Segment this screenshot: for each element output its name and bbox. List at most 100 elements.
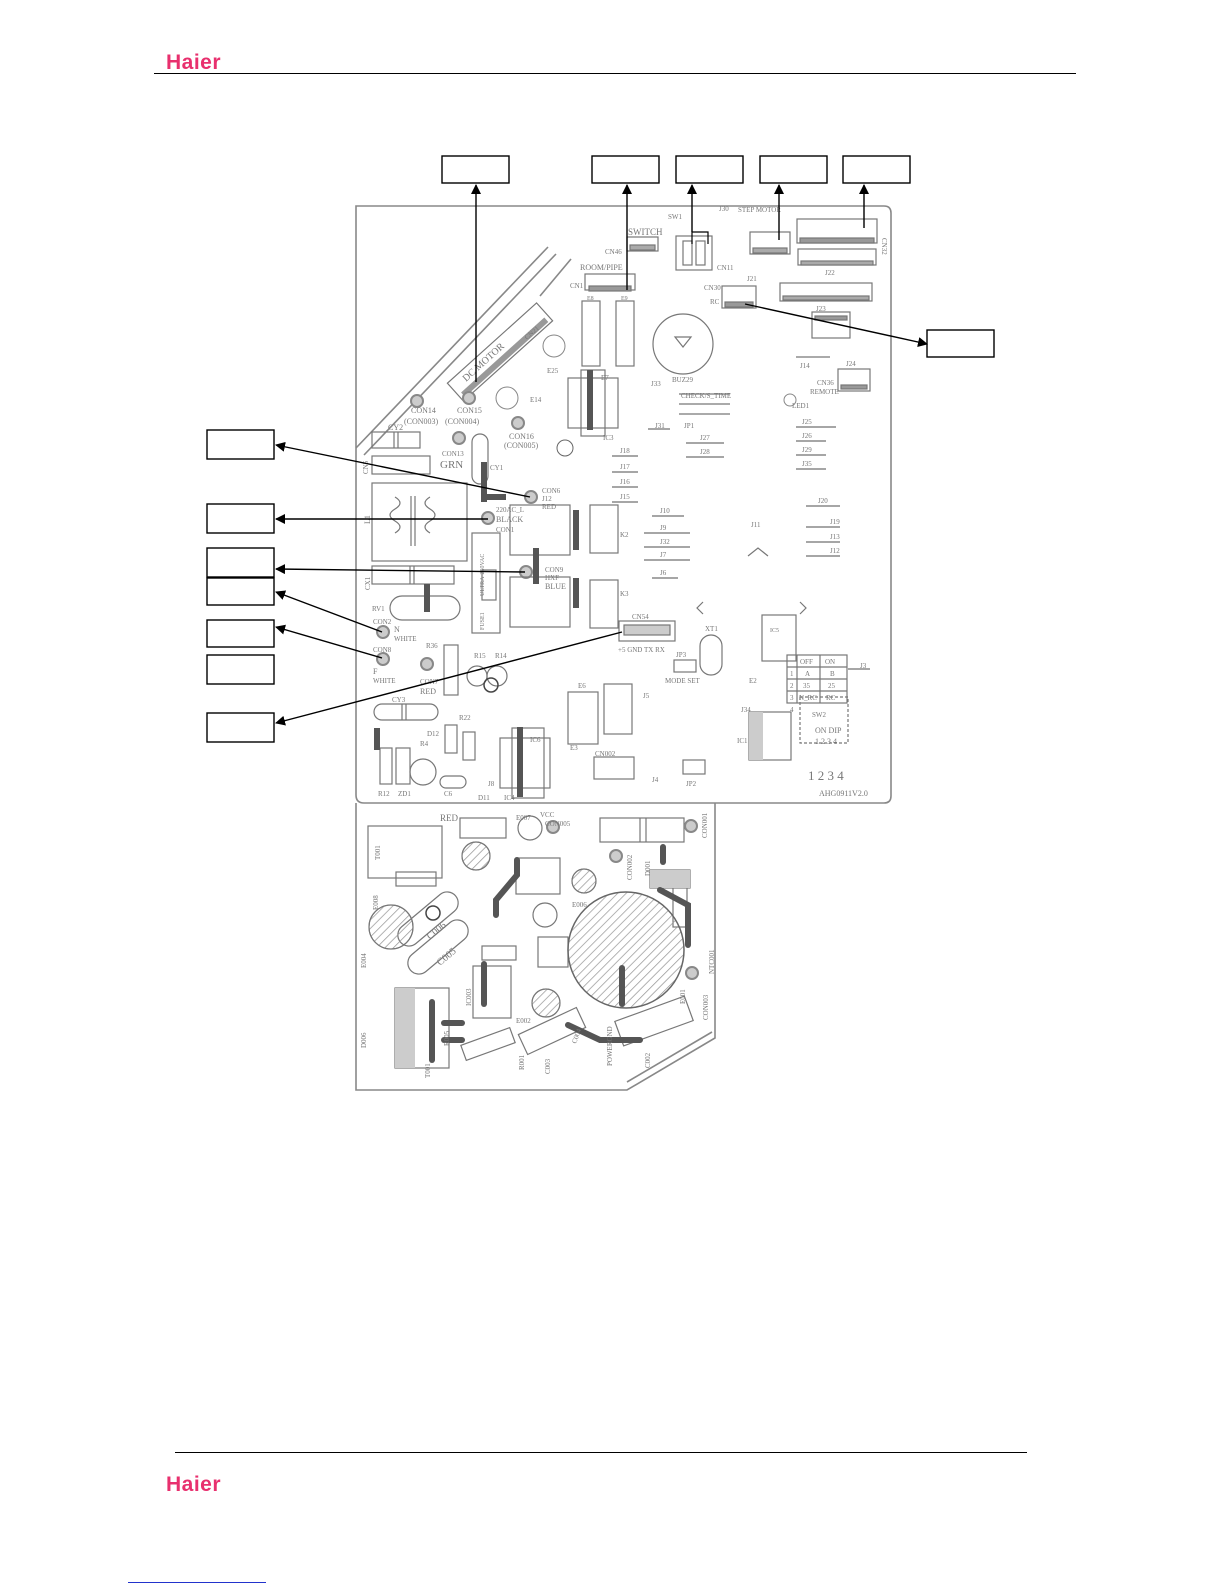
cn5-label: CN5 <box>362 460 370 474</box>
r36-label: R36 <box>426 642 438 650</box>
callout-box-con8 <box>206 619 275 648</box>
j35-label: J35 <box>802 460 812 468</box>
j3-label: J3 <box>860 662 867 670</box>
callout-boxes <box>206 155 995 743</box>
step-motor-label: STEP MOTOR <box>738 206 781 214</box>
footer-link-underline <box>128 1582 266 1583</box>
rv1-label: RV1 <box>372 605 385 613</box>
cn11-label: CN11 <box>717 264 734 272</box>
e002-cap <box>531 988 561 1018</box>
con003-label: (CON003) <box>404 417 439 426</box>
j6-label: J6 <box>660 569 667 577</box>
e2-label: E2 <box>749 677 757 685</box>
r22-label: R22 <box>459 714 471 722</box>
cy2-label: CY2 <box>388 423 403 432</box>
dip-cell-3-1: N_RC <box>799 694 817 702</box>
p-r005-label: R005 <box>443 1030 451 1046</box>
rc-label: RC <box>710 298 720 306</box>
con2-label: CON2 <box>373 618 392 626</box>
con002-pad <box>609 849 623 863</box>
e001-fill <box>650 870 690 888</box>
p-con001-label: CON001 <box>701 812 709 838</box>
black-label: BLACK <box>496 515 523 524</box>
left-bar <box>374 728 380 750</box>
cy3-label: CY3 <box>392 696 406 704</box>
j7-label: J7 <box>660 551 667 559</box>
j24-label: J24 <box>846 360 856 368</box>
p-r001-label: R001 <box>518 1054 526 1070</box>
haier-logo-bottom: Haier <box>166 1473 222 1496</box>
con005-label: (CON005) <box>504 441 539 450</box>
k2-label: K2 <box>620 531 629 539</box>
room-pipe-label: ROOM/PIPE <box>580 263 623 272</box>
j9-label: J9 <box>660 524 667 532</box>
jumper-bar-1 <box>533 548 539 584</box>
j22-label: J22 <box>825 269 835 277</box>
arrow-con2 <box>275 590 383 633</box>
e25-label: E25 <box>547 367 559 375</box>
r12-label: R12 <box>378 790 390 798</box>
jp1-label: JP1 <box>684 422 695 430</box>
fuse-label: FUSE1 <box>480 612 486 630</box>
check-label: CHECK/S_TIME <box>681 392 731 400</box>
callout-box-rc <box>926 329 995 358</box>
j16-label: J16 <box>620 478 630 486</box>
e007-cap <box>461 841 491 871</box>
con004-label: (CON004) <box>445 417 480 426</box>
cn36-label: CN36 <box>817 379 834 387</box>
led1-label: LED1 <box>792 402 810 410</box>
p-c003-label: C003 <box>544 1058 552 1074</box>
relay-k3-bar <box>573 578 579 608</box>
j34-label: J34 <box>741 706 751 714</box>
p-e007-label: E007 <box>516 814 531 822</box>
remote-label: REMOTE <box>810 388 839 396</box>
con001-pad <box>684 819 698 833</box>
power-mount-hole <box>425 905 441 921</box>
lower-left-components <box>373 644 551 799</box>
j18-label: J18 <box>620 447 630 455</box>
jp3-label: JP3 <box>676 651 687 659</box>
bulk-capacitor <box>567 891 685 1009</box>
dip-cell-0-1: OFF <box>800 658 813 666</box>
j14-label: J14 <box>800 362 810 370</box>
haier-logo-top: Haier <box>166 51 222 74</box>
p-c005-label: C005 <box>435 946 459 968</box>
jumper-bar-2 <box>424 584 430 612</box>
ic3-bar <box>587 370 593 430</box>
jp2-label: JP2 <box>686 780 697 788</box>
dip-label: ON DIP <box>815 726 842 735</box>
led1-pad <box>783 393 797 407</box>
con-pads <box>376 391 538 671</box>
dip-table: OFF ON 1 A B 2 35 25 3 N_RC RC 4 <box>790 658 836 714</box>
p-c002-label: C002 <box>644 1052 652 1068</box>
j19-label: J19 <box>830 518 840 526</box>
j17-label: J17 <box>620 463 630 471</box>
mode-set-label: MODE SET <box>665 677 701 685</box>
callout-box-spare <box>206 654 275 685</box>
p-e006-label: E006 <box>572 901 587 909</box>
arrow-sw1 <box>691 231 709 244</box>
ic6-label: IC6 <box>530 736 541 744</box>
ic3-label: IC3 <box>603 434 614 442</box>
n-label: N <box>394 625 400 634</box>
ultra-label: ULTRA-250VAC <box>480 554 486 596</box>
callout-arrows <box>275 184 928 726</box>
cn54-label: CN54 <box>632 613 649 621</box>
cx1-label: CX1 <box>364 576 372 590</box>
callout-box-con9 <box>206 547 275 578</box>
p-d001-label: D001 <box>644 860 652 876</box>
relay-k2-bar <box>573 510 579 550</box>
filter-section <box>371 431 619 634</box>
callout-box-con1 <box>206 503 275 534</box>
power-traces <box>429 844 691 1063</box>
j20-label: J20 <box>818 497 828 505</box>
d12-label: D12 <box>427 730 440 738</box>
p-t001b-label: T001 <box>424 1063 432 1078</box>
p-c006-label: C006 <box>425 920 449 942</box>
j8-label: J8 <box>488 780 495 788</box>
e8-label: E8 <box>587 296 594 302</box>
e004-cap <box>368 904 414 950</box>
white-label-1: WHITE <box>394 635 417 643</box>
j29-label: J29 <box>802 446 812 454</box>
p-e002-label: E002 <box>516 1017 531 1025</box>
